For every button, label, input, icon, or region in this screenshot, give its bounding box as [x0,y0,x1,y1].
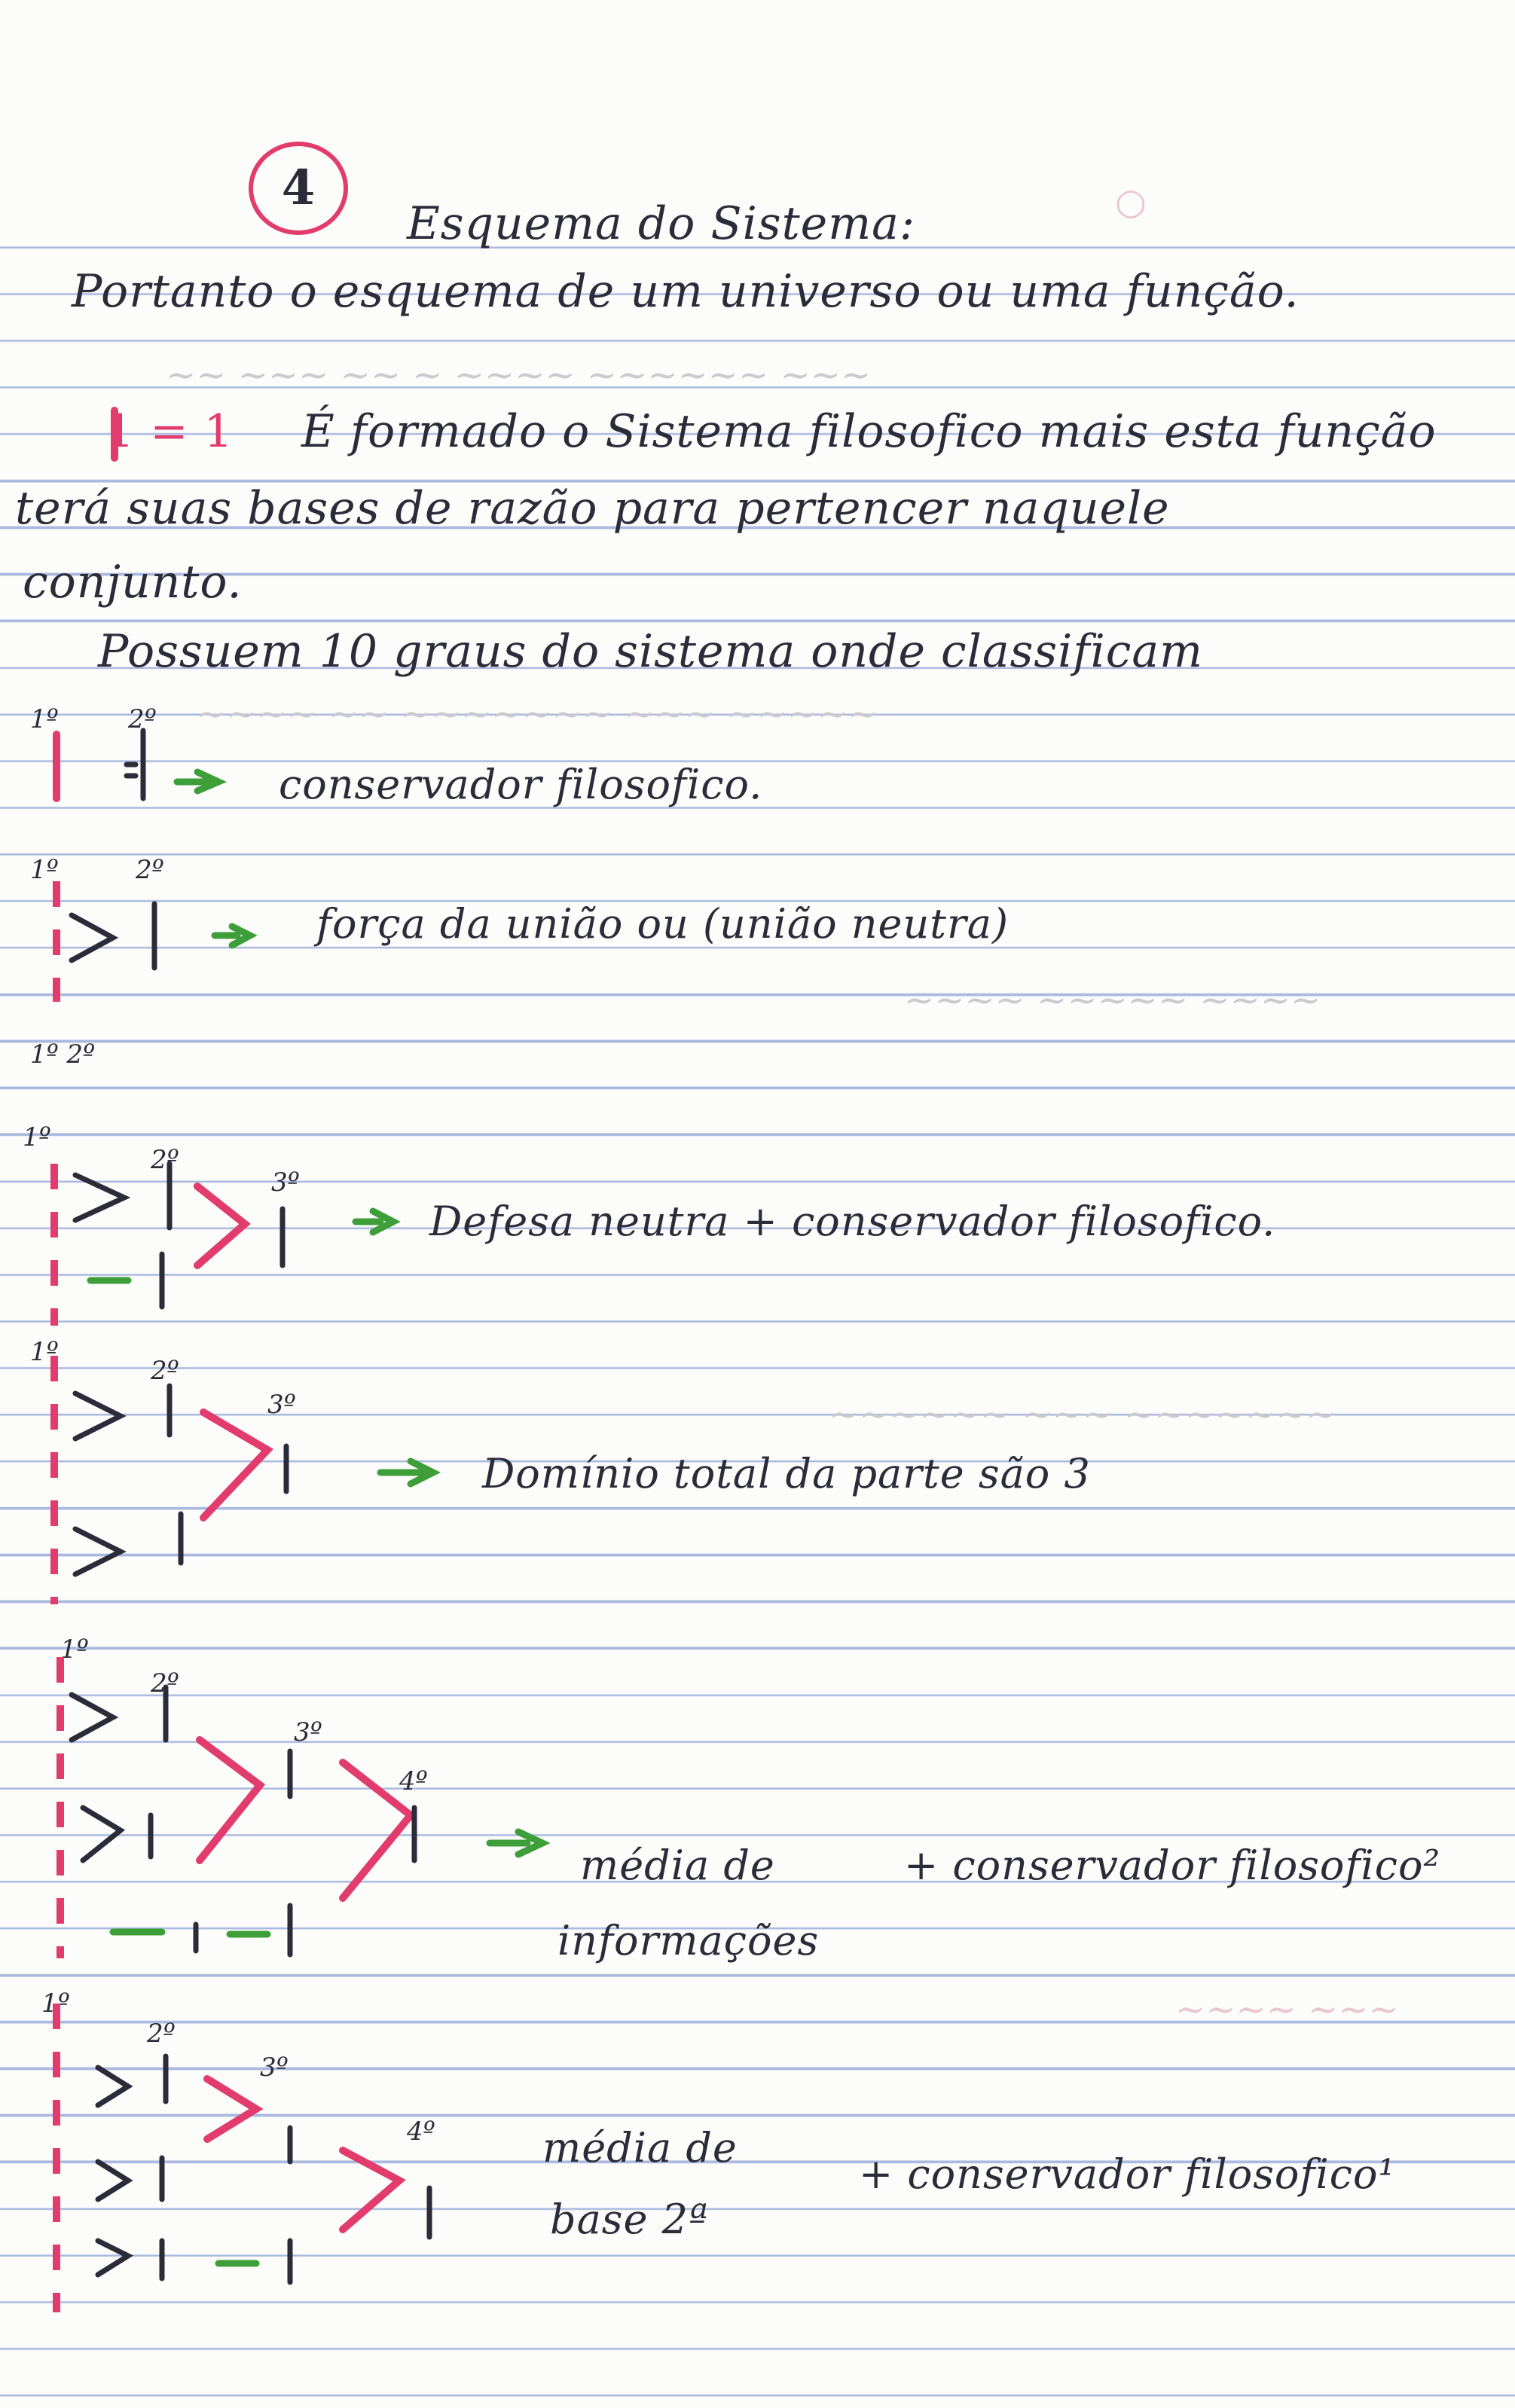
level-3-label: Defesa neutra + conservador filosofico. [429,1198,1276,1245]
level-6-sup-2: 2º [147,2019,176,2049]
level-5-pink-chevron-2 [339,1759,417,1902]
level-6-label-b: + conservador filosofico¹ [859,2150,1396,2198]
section-title: Esquema do Sistema: [407,197,916,250]
level-6-label-c: base 2ª [550,2196,709,2243]
grades-intro: Possuem 10 graus do sistema onde classif… [98,625,1204,678]
level-3-sup-2: 2º [151,1145,179,1175]
level-4-label: Domínio total da parte são 3 [482,1450,1091,1497]
level-4-pink-chevron [200,1408,273,1521]
level-2-sup-2: 2º [136,855,164,885]
bleed-through-text: ~~~~~~ ~~~ ~~~~~~~ [829,1393,1337,1436]
level-6-pink-chevron-1 [203,2075,264,2143]
paragraph-line-2: terá suas bases de razão para pertencer … [15,482,1170,535]
level-5-sup-3: 3º [294,1717,322,1747]
section-number-circle: 4 [249,142,348,235]
level-5-label-a: média de [580,1842,775,1889]
bleed-through-text: ~~~~ ~~~~~ ~~~~ [904,979,1321,1021]
level-5-sup-4: 4º [399,1766,428,1796]
level-5-pink-chevron-1 [196,1736,266,1864]
level-4-sup-2: 2º [151,1356,179,1386]
section-number: 4 [281,160,316,216]
paragraph-line-3: conjunto. [23,556,243,609]
level-1-sup-1: 1º [30,704,59,734]
paragraph-line-1: É formado o Sistema filosofico mais esta… [301,405,1437,458]
level-6-sup-4: 4º [407,2117,435,2147]
bleed-through-mark: ~~~~ ~~~ [1175,1988,1399,2031]
intro-line: Portanto o esquema de um universo ou uma… [72,265,1300,318]
level-6-pink-chevron-2 [339,2147,406,2233]
level-2-label: força da união ou (união neutra) [316,900,1009,948]
level-5-label-c: informações [557,1917,820,1964]
level-3-sup-1: 1º [23,1122,51,1152]
equation-text: 1 = 1 [105,405,234,458]
level-3-sup-3: 3º [271,1167,300,1198]
level-6-label-a: média de [542,2124,738,2171]
bleed-through-mark: ○ [1115,181,1147,223]
bleed-through-text: ~~~~ ~~ ~~~~~~~ ~~~ ~~~~~ [196,693,878,735]
level-6-sup-3: 3º [260,2052,289,2083]
stray-superscripts: 1º 2º [30,1039,96,1070]
level-2-sup-1: 1º [30,855,59,885]
level-3-pink-chevron [194,1183,251,1269]
level-4-sup-3: 3º [267,1390,296,1420]
level-5-label-b: + conservador filosofico² [904,1842,1441,1889]
level-1-label: conservador filosofico. [279,761,763,808]
bleed-through-text: ~~ ~~~ ~~ ~ ~~~~ ~~~~~~ ~~~ [166,354,872,396]
equation: 1 = 1 [105,405,234,458]
level-5-sup-1: 1º [60,1634,89,1665]
pink-dashed-axis [50,881,64,2312]
